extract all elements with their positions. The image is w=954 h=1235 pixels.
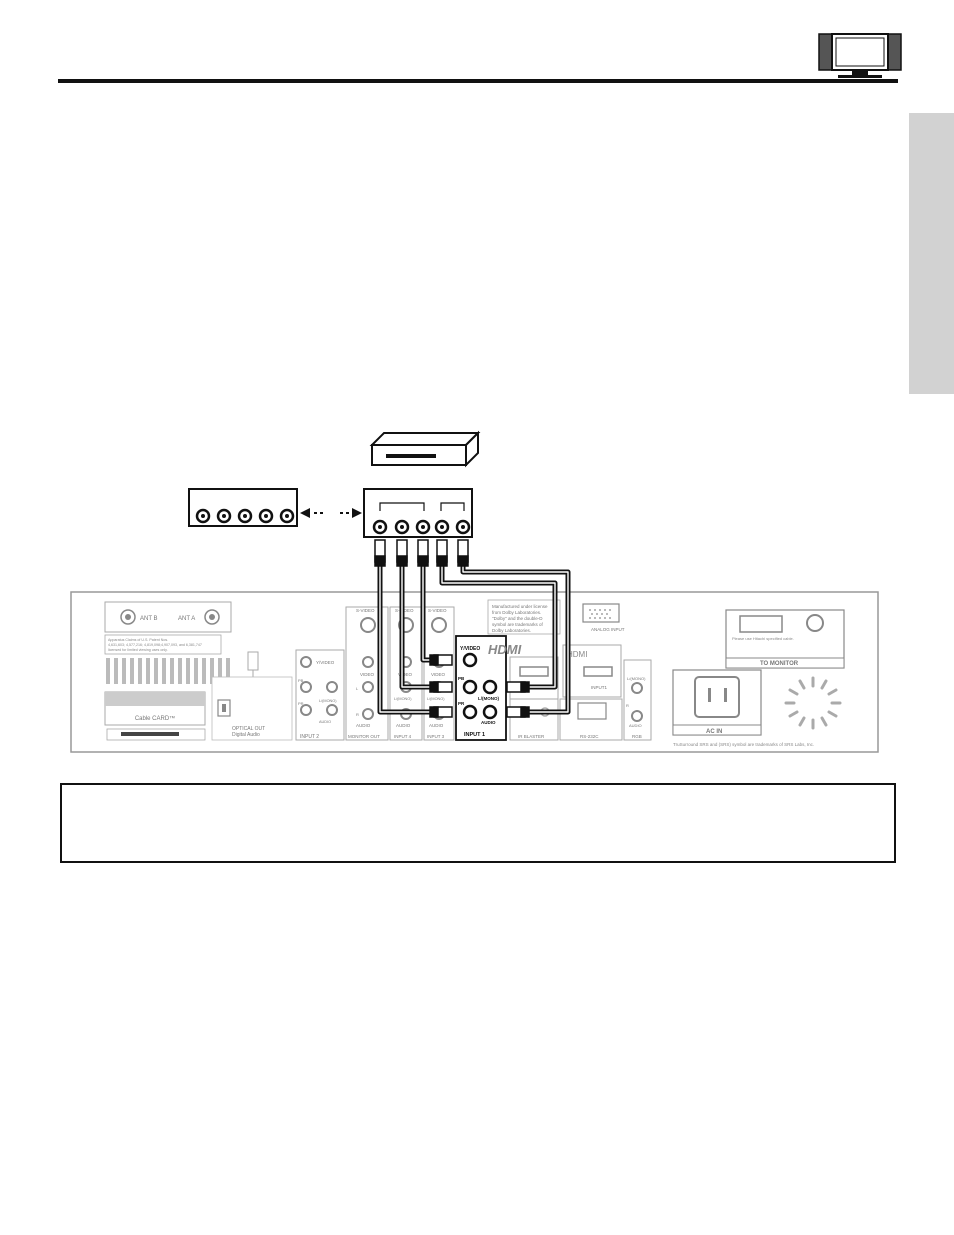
section-tab — [909, 113, 954, 394]
input4-video-label: VIDEO — [398, 672, 413, 677]
monitor-out-l-label: L — [356, 686, 359, 691]
input4-audio-label: AUDIO — [396, 723, 411, 728]
patent-notice-line-1: Apparatus Claims of U.S. Patent Nos. — [108, 638, 168, 642]
ant-b-label: ANT B — [140, 616, 158, 622]
ant-a-label: ANT A — [178, 616, 195, 622]
dolby-notice-line-1: Manufactured under license — [492, 604, 548, 609]
input1-label: INPUT 1 — [464, 732, 485, 738]
monitor-out-r-label: R — [356, 712, 359, 717]
input3-audio-label: AUDIO — [429, 723, 444, 728]
input3-s-video-label: S-VIDEO — [428, 608, 447, 613]
cable-plugs-top — [374, 539, 469, 567]
input1-l-mono-label: L/(MONO) — [478, 696, 499, 701]
input2-pr-label: PR — [298, 701, 304, 706]
dolby-notice-line-4: symbol are trademarks of — [492, 622, 544, 627]
monitor-out-audio-label: AUDIO — [356, 723, 371, 728]
tv-icon — [818, 32, 902, 80]
ac-in-label: AC IN — [706, 729, 722, 735]
hdmi-label: HDMI — [567, 650, 587, 659]
rgb-label: RGB — [632, 734, 642, 739]
input4-label: INPUT 4 — [394, 734, 412, 739]
hdmi-logo: HDMI — [488, 642, 522, 657]
hdmi-input1-label: INPUT1 — [591, 685, 608, 690]
note-box — [60, 783, 896, 863]
header-rule — [58, 79, 898, 83]
cable-card-label: Cable CARD™ — [135, 715, 175, 722]
connection-diagram: ANT B ANT A Apparatus Claims of U.S. Pat… — [0, 425, 954, 765]
input2-pb-label: PB — [298, 678, 304, 683]
rgb-l-mono-label: L/(MONO) — [627, 676, 646, 681]
tv-rear-panel: ANT B ANT A Apparatus Claims of U.S. Pat… — [70, 591, 879, 753]
device-output-panel — [188, 488, 298, 527]
input2-y-video-label: Y/VIDEO — [316, 660, 335, 665]
fan-grille-icon — [784, 676, 842, 730]
patent-notice-line-3: licensed for limited viewing uses only. — [108, 648, 168, 652]
patent-notice-line-2: 4,631,603; 4,577,216; 4,819,098;4,907,09… — [108, 643, 202, 647]
srs-notice: TruSurround SRS and (SRS) symbol are tra… — [673, 742, 814, 747]
input1-pb-label: PB — [458, 676, 465, 681]
arrow-right-icon — [340, 508, 362, 518]
rgb-audio-label: AUDIO — [629, 723, 642, 728]
input1-pr-label: PR — [458, 701, 465, 706]
input2-audio-label: AUDIO — [319, 720, 331, 724]
monitor-out-label: MONITOR OUT — [348, 734, 380, 739]
cable-plugs-tv — [429, 654, 530, 718]
input3-video-label: VIDEO — [431, 672, 446, 677]
external-device-icon — [369, 430, 481, 468]
input4-s-video-label: S-VIDEO — [395, 608, 414, 613]
optical-out-label: OPTICAL OUT — [232, 726, 265, 732]
component-cables — [377, 565, 571, 715]
input3-l-mono-label: L/(MONO) — [427, 697, 445, 701]
dolby-notice-line-5: Dolby Laboratories. — [492, 628, 531, 633]
monitor-cable-note: Please use Hitachi specified cable. — [732, 636, 794, 641]
vent-slots — [106, 658, 230, 684]
arrow-left-icon — [300, 508, 326, 518]
input1-audio-label: AUDIO — [481, 720, 496, 725]
device-component-output-panel — [363, 488, 473, 538]
analog-input-label: ANALOG INPUT — [591, 627, 625, 632]
monitor-out-s-video-label: S-VIDEO — [356, 608, 375, 613]
ir-blaster-label: IR BLASTER — [518, 734, 545, 739]
optical-out-sublabel: Digital Audio — [232, 732, 260, 738]
input1-y-video-label: Y/VIDEO — [460, 646, 480, 652]
input3-label: INPUT 3 — [427, 734, 445, 739]
to-monitor-label: TO MONITOR — [760, 661, 799, 667]
dolby-notice-line-3: "Dolby" and the double-D — [492, 616, 543, 621]
rgb-r-label: R — [626, 703, 629, 708]
input2-l-mono-label: L/(MONO) — [319, 699, 337, 703]
rs232c-label: RS-232C — [580, 734, 599, 739]
monitor-out-video-label: VIDEO — [360, 672, 375, 677]
input4-l-mono-label: L/(MONO) — [394, 697, 412, 701]
input2-label: INPUT 2 — [300, 734, 319, 740]
dolby-notice-line-2: from Dolby Laboratories. — [492, 610, 541, 615]
